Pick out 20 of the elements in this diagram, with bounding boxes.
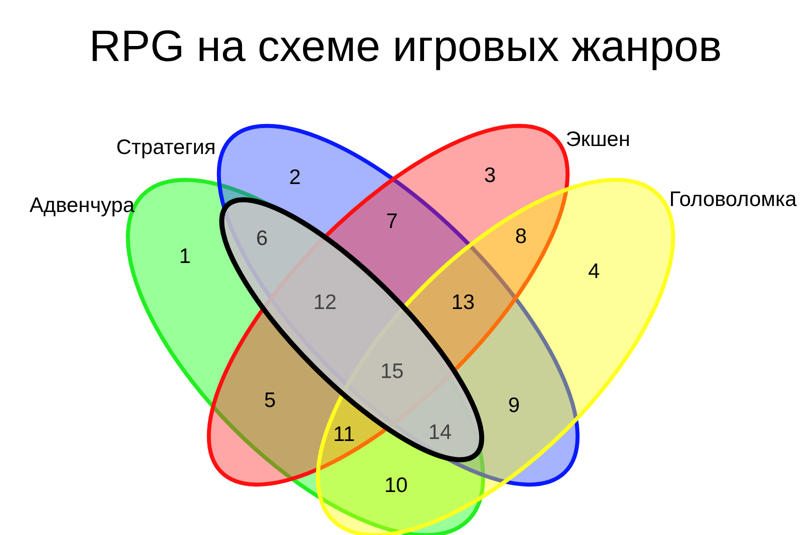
set-label: Экшен bbox=[566, 128, 630, 152]
set-label: Головоломка bbox=[669, 188, 797, 212]
title: RPG на схеме игровых жанров bbox=[88, 22, 723, 72]
region-number: 11 bbox=[333, 423, 355, 447]
region-number: 15 bbox=[380, 360, 404, 384]
region-number: 2 bbox=[289, 166, 301, 190]
region-number: 1 bbox=[179, 245, 191, 269]
region-number: 6 bbox=[256, 227, 268, 251]
region-number: 4 bbox=[588, 260, 600, 284]
region-number: 14 bbox=[428, 421, 452, 445]
region-number: 10 bbox=[384, 474, 408, 498]
region-number: 9 bbox=[508, 394, 520, 418]
region-number: 8 bbox=[515, 225, 527, 249]
region-number: 7 bbox=[386, 210, 398, 234]
set-label: Адвенчура bbox=[29, 194, 135, 218]
region-number: 13 bbox=[451, 291, 475, 315]
set-label: Стратегия bbox=[116, 136, 216, 160]
region-number: 3 bbox=[484, 164, 496, 188]
region-number: 12 bbox=[313, 291, 337, 315]
region-number: 5 bbox=[264, 389, 276, 413]
